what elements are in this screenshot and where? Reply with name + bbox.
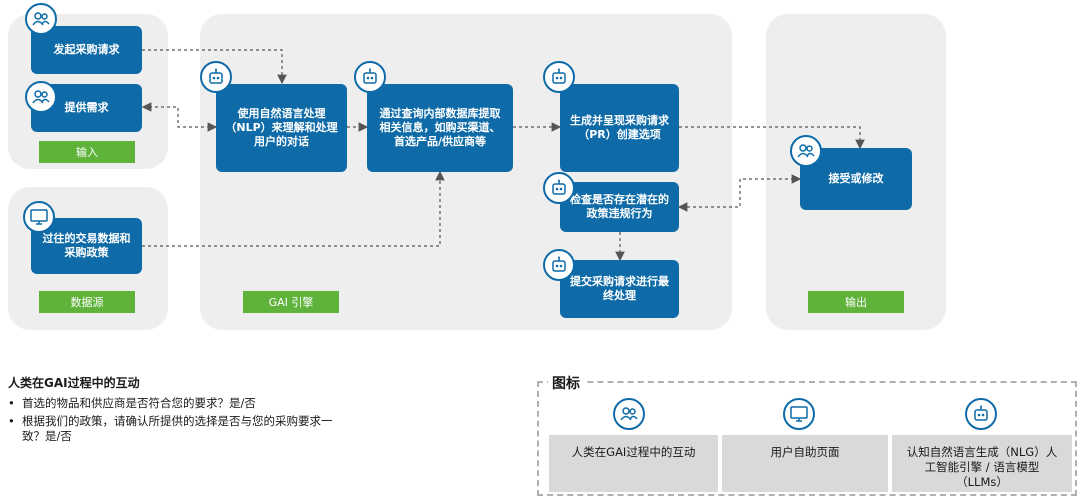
- connector-provide-nlp: [141, 102, 218, 132]
- legend-ai-engine: 认知自然语言生成（NLG）人工智能引擎 / 语言模型（LLMs）: [892, 435, 1072, 492]
- robot-icon: [543, 172, 575, 204]
- policy-check-box[interactable]: 检查是否存在潜在的政策违规行为: [560, 182, 679, 232]
- output-label: 输出: [808, 291, 904, 313]
- list-item: 根据我们的政策，请确认所提供的选择是否与您的采购要求一致？是/否: [6, 414, 346, 444]
- submit-pr-box[interactable]: 提交采购请求进行最终处理: [560, 260, 679, 318]
- connector-history-query: [142, 170, 445, 247]
- connector-generate-accept: [679, 126, 865, 150]
- generate-pr-box[interactable]: 生成并呈现采购请求（PR）创建选项: [560, 84, 679, 172]
- engine-label: GAI 引擎: [243, 291, 339, 313]
- list-item: 首选的物品和供应商是否符合您的要求？是/否: [6, 396, 346, 411]
- initiate-request-box[interactable]: 发起采购请求: [31, 26, 142, 74]
- legend-self-service: 用户自助页面: [722, 435, 888, 492]
- robot-icon: [200, 61, 232, 93]
- interaction-list: 首选的物品和供应商是否符合您的要求？是/否 根据我们的政策，请确认所提供的选择是…: [6, 396, 346, 447]
- user-group-icon: [613, 398, 645, 430]
- query-database-box[interactable]: 通过查询内部数据库提取相关信息，如购买渠道、首选产品/供应商等: [367, 84, 513, 172]
- input-label: 输入: [39, 141, 135, 163]
- user-group-icon: [790, 135, 822, 167]
- legend-human-interaction: 人类在GAI过程中的互动: [549, 435, 718, 492]
- legend-box: [537, 381, 1077, 496]
- nlp-box[interactable]: 使用自然语言处理（NLP）来理解和处理用户的对话: [216, 84, 347, 172]
- robot-icon: [543, 249, 575, 281]
- interaction-title: 人类在GAI过程中的互动: [8, 376, 140, 390]
- user-group-icon: [25, 81, 57, 113]
- robot-icon: [965, 398, 997, 430]
- robot-icon: [354, 61, 386, 93]
- connector-initiate-nlp: [142, 49, 287, 85]
- legend-title: 图标: [548, 373, 584, 393]
- monitor-icon: [23, 201, 55, 233]
- user-group-icon: [25, 3, 57, 35]
- robot-icon: [543, 61, 575, 93]
- datasource-label: 数据源: [39, 291, 135, 313]
- connector-accept-check: [677, 174, 802, 212]
- monitor-icon: [783, 398, 815, 430]
